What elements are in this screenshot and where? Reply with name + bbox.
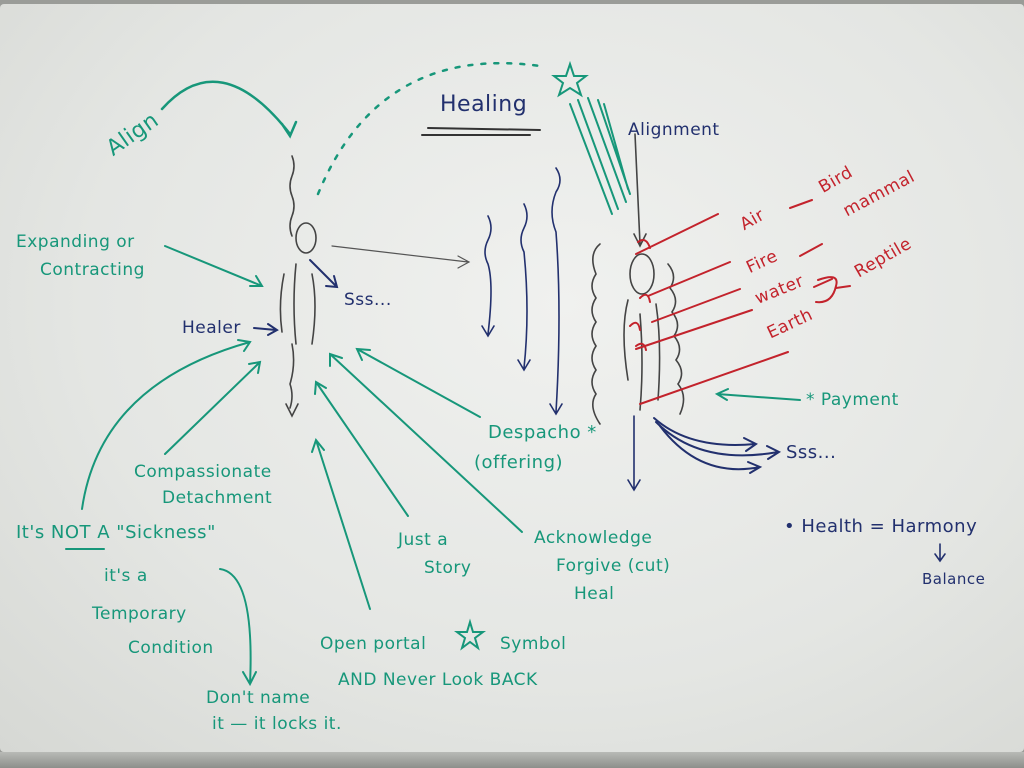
sss-curves [653,417,782,474]
star-icon-small [454,618,486,651]
energy-rays [569,97,631,215]
dont-name-label-1: Don't name [206,688,311,708]
sickness-label-4: Condition [128,638,214,658]
open-portal-label: Open portal [320,634,427,654]
dotted-arc [316,61,542,196]
marker-tray [0,752,1024,768]
expanding-label-2: Contracting [40,260,145,280]
sss-arrow-left [309,259,339,289]
compassionate-label-1: Compassionate [134,462,272,482]
star-icon [551,60,589,98]
sss-label-left: Sss... [344,290,392,310]
figure-to-right-arrow [331,245,471,269]
sickness-label-1: It's NOT A "Sickness" [16,522,216,543]
page-title: Healing [440,92,528,117]
symbol-label: Symbol [500,634,567,654]
alignment-label: Alignment [628,120,720,140]
element-lines [629,199,851,405]
sickness-label-3: Temporary [92,604,187,624]
whiteboard: Healing Align Expanding or Contracting H… [0,4,1024,752]
expanding-label-1: Expanding or [16,232,135,252]
offering-label: (offering) [474,452,564,473]
wavy-arrows [481,133,647,492]
green-arrows [81,245,801,687]
sss-label-right: Sss... [786,442,837,463]
diagram-strokes [65,60,946,687]
title-underline [421,127,541,136]
sickness-label-2: it's a [104,566,148,586]
just-story-label-2: Story [424,558,472,578]
dont-name-label-2: it — it locks it. [212,714,342,734]
payment-label: * Payment [806,390,899,410]
patient-figure [591,243,685,425]
align-arrow [160,80,298,139]
healer-label: Healer [182,318,241,338]
health-harmony-label: • Health = Harmony [784,516,978,537]
acknowledge-label-2: Forgive (cut) [556,556,671,576]
despacho-label: Despacho * [488,422,597,443]
balance-arrow [934,543,946,563]
acknowledge-label-1: Acknowledge [534,528,653,548]
never-look-back-label: AND Never Look BACK [338,670,538,690]
acknowledge-label-3: Heal [574,584,615,604]
compassionate-label-2: Detachment [162,488,273,508]
healer-figure [279,155,317,418]
balance-label: Balance [922,570,986,588]
just-story-label-1: Just a [398,530,449,550]
